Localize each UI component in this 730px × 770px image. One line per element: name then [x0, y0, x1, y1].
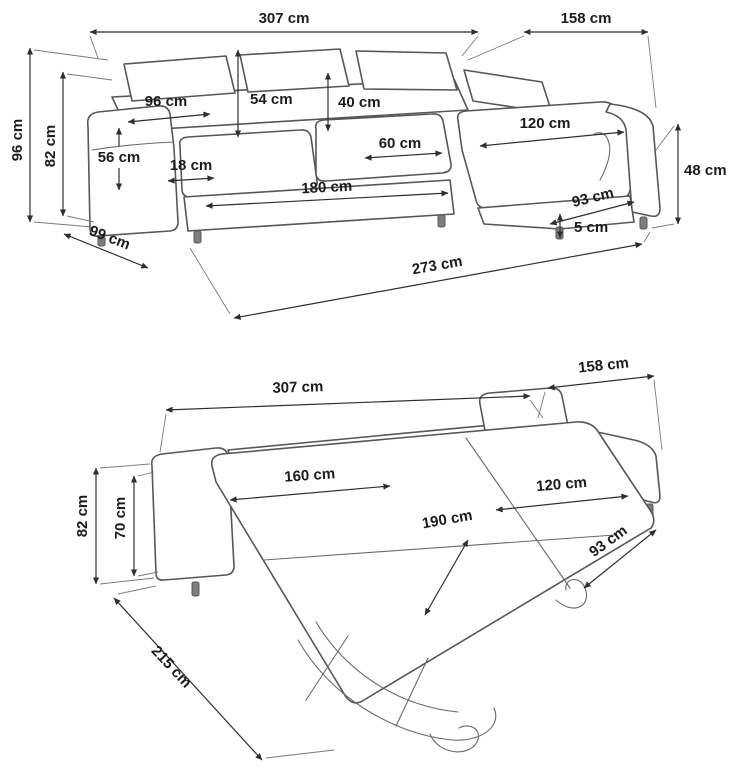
- chaise-length-label: 158 cm: [561, 10, 612, 27]
- sofa-leg: [193, 230, 202, 244]
- dim-line-bed-section-width: [229, 483, 391, 503]
- seat-cushion-width-label: 60 cm: [379, 135, 422, 152]
- dim-line-backrest-section: [127, 111, 211, 125]
- seat-frame-height-label: 70 cm: [112, 497, 129, 540]
- armrest-width-label: 18 cm: [170, 157, 213, 174]
- extension-line: [99, 577, 155, 585]
- sofa-drawing: [86, 48, 661, 247]
- extension-line: [137, 571, 159, 577]
- dim-line-sleeping-length: [424, 539, 469, 616]
- dim-line-extended-depth: [113, 597, 263, 761]
- dim-line-depth: [63, 233, 149, 269]
- dim-line-chaise-seat-depth: [549, 200, 635, 226]
- extension-line: [159, 413, 167, 453]
- bed-height-label: 82 cm: [74, 495, 91, 538]
- sofa-width-label: 307 cm: [259, 10, 310, 27]
- chaise-width-label: 120 cm: [520, 115, 571, 132]
- bed-chaise-width-label: 120 cm: [536, 474, 588, 495]
- mattress-chaise-seam: [465, 437, 571, 589]
- extension-line: [537, 391, 546, 419]
- dim-line-seat-width: [205, 190, 449, 209]
- extension-line: [137, 471, 155, 477]
- extension-line: [651, 223, 675, 229]
- dim-line-bed-chaise-width: [495, 493, 629, 513]
- dim-line-bed-chaise-seat-depth: [583, 529, 657, 589]
- bed-width-label: 307 cm: [272, 378, 323, 397]
- extension-line: [117, 585, 157, 595]
- dim-line-front-total-width: [233, 242, 643, 320]
- extended-depth-label: 215 cm: [148, 643, 195, 692]
- mechanism-bar: [395, 657, 429, 727]
- bed-section-width-label: 160 cm: [284, 465, 336, 486]
- mechanism-tube: [297, 639, 497, 741]
- extension-line: [653, 379, 663, 451]
- left-armrest-roll-line: [91, 141, 175, 151]
- back-cushion-height-label: 54 cm: [250, 91, 293, 108]
- bed-drawing: [150, 387, 661, 753]
- chaise-right-armrest: [605, 103, 661, 218]
- sofa-headrest-2: [239, 48, 350, 93]
- extension-line: [189, 247, 231, 315]
- sofa-view: 307 cm 158 cm 96 cm 82 cm 96 cm 54 cm: [9, 10, 727, 320]
- mechanism-strap: [555, 579, 588, 609]
- sofa-leg: [639, 216, 648, 230]
- sofa-height-label: 96 cm: [9, 119, 26, 162]
- extension-line: [99, 463, 151, 469]
- mechanism-bar: [305, 635, 349, 701]
- bed-left-armrest: [150, 447, 235, 581]
- sofa-leg: [437, 214, 446, 228]
- extension-line: [89, 35, 99, 59]
- dim-line-bed-chaise-length: [547, 373, 655, 391]
- bed-leg: [191, 581, 200, 597]
- extension-line: [467, 35, 525, 61]
- extension-line: [529, 399, 544, 419]
- sofa-headrest-3: [355, 50, 458, 91]
- sofa-left-armrest: [86, 105, 179, 237]
- extension-line: [655, 125, 675, 151]
- armrest-height-label: 56 cm: [98, 149, 141, 166]
- sofa-dimensions: 307 cm 158 cm 96 cm 82 cm 96 cm 54 cm: [9, 10, 727, 320]
- backrest-section-label: 96 cm: [145, 93, 188, 110]
- dim-line-armrest-width: [167, 175, 215, 184]
- front-total-width-label: 273 cm: [411, 253, 464, 279]
- extension-line: [66, 73, 113, 81]
- dim-line-bed-width: [165, 393, 531, 413]
- leg-height-label: 5 cm: [574, 219, 608, 236]
- mechanism-tube: [315, 621, 459, 713]
- headrest-height-label: 40 cm: [338, 94, 381, 111]
- extension-line: [33, 49, 109, 61]
- extension-line: [643, 231, 651, 243]
- seat-width-label: 180 cm: [301, 178, 353, 198]
- dim-line-chaise-width: [479, 129, 625, 149]
- bed-chaise-length-label: 158 cm: [577, 354, 629, 376]
- backrest-height-label: 82 cm: [42, 125, 59, 168]
- seat-cushion-2: [314, 113, 452, 182]
- extension-line: [265, 749, 335, 759]
- seat-height-label: 48 cm: [684, 162, 727, 179]
- bed-view: 158 cm 307 cm 82 cm 70 cm 160 cm 120 cm: [74, 354, 663, 761]
- mechanism-handle: [429, 725, 479, 753]
- mattress: [210, 421, 655, 704]
- extension-line: [66, 215, 95, 223]
- dim-line-seat-cushion-width: [364, 150, 443, 161]
- extension-line: [647, 35, 657, 109]
- extension-line: [33, 221, 93, 228]
- extension-line: [461, 35, 479, 57]
